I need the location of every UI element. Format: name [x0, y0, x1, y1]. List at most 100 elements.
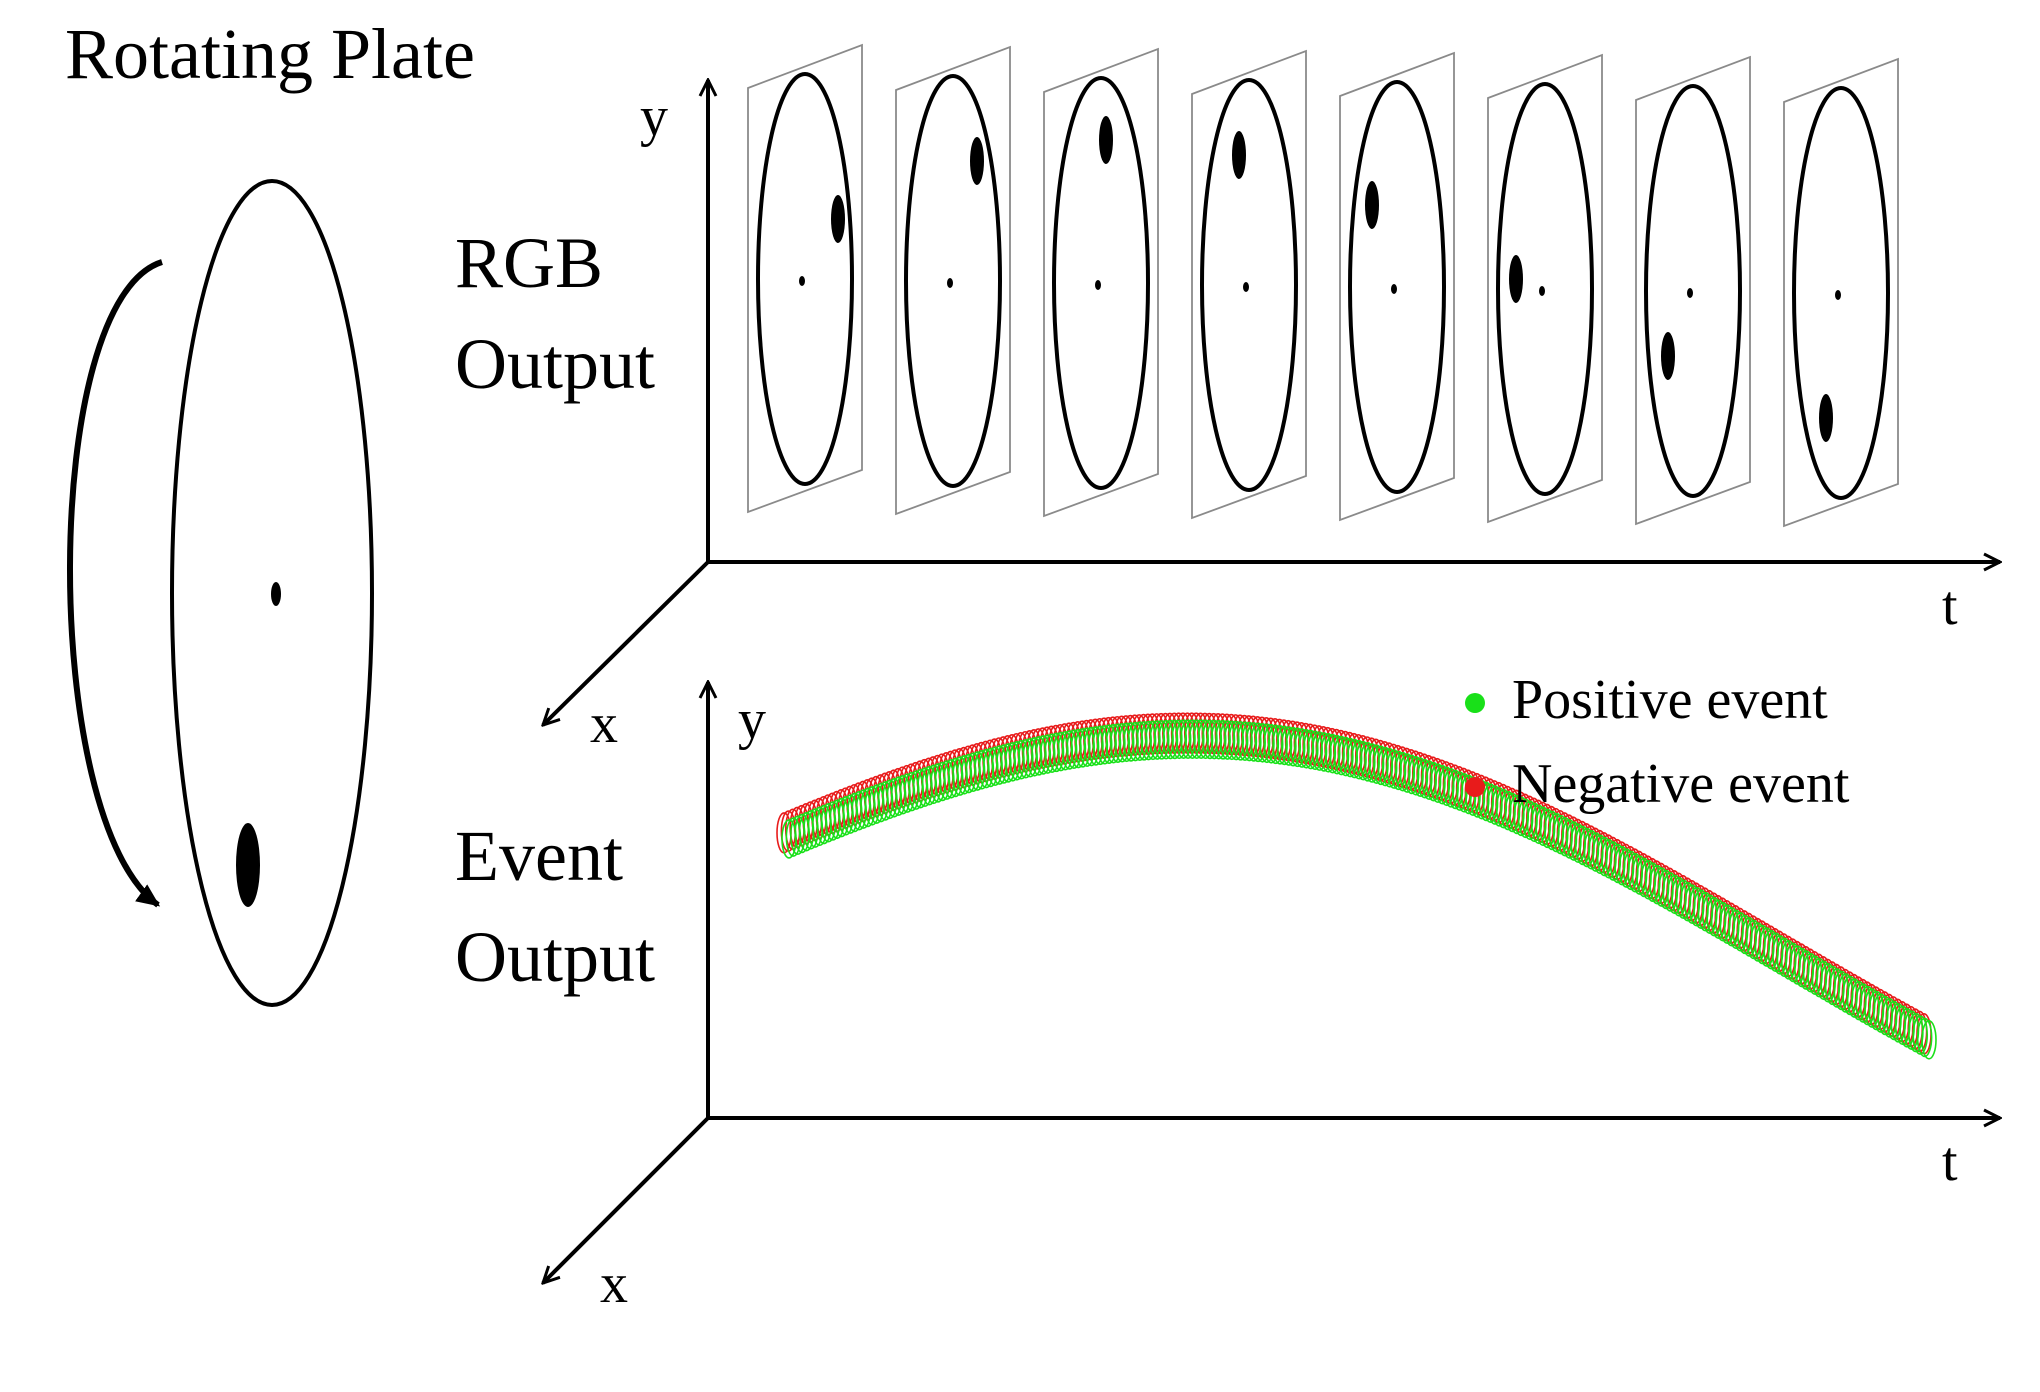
positive-event — [1259, 723, 1275, 764]
positive-event — [1074, 728, 1091, 768]
frame-border — [1635, 55, 1751, 526]
rgb-x-label: x — [590, 693, 618, 755]
positive-event — [1921, 1020, 1937, 1060]
frame-border — [1339, 51, 1455, 522]
positive-event — [1096, 724, 1113, 765]
positive-event — [1114, 722, 1131, 763]
positive-event — [1254, 722, 1271, 763]
frame-marker-dot — [831, 195, 845, 243]
positive-event — [1202, 719, 1218, 760]
positive-event — [1066, 729, 1082, 770]
positive-event — [1127, 721, 1144, 762]
rgb-y-label: y — [640, 86, 668, 148]
plate-marker-dot — [236, 823, 260, 907]
frame-marker-dot — [1661, 332, 1675, 380]
figure-title: Rotating Plate — [65, 14, 475, 94]
frame-center-dot — [1391, 284, 1397, 294]
frame-marker-dot — [1365, 181, 1379, 229]
rgb-t-label: t — [1942, 575, 1958, 637]
legend-positive-marker — [1465, 693, 1485, 713]
frame-center-dot — [1835, 290, 1841, 300]
positive-event — [1193, 719, 1209, 760]
rgb-frames — [747, 43, 1899, 528]
plate-ellipse — [170, 179, 374, 1007]
positive-event — [1092, 725, 1109, 766]
positive-event — [1180, 719, 1196, 759]
positive-event — [1140, 720, 1157, 761]
positive-event — [1167, 719, 1183, 760]
positive-event — [1285, 726, 1302, 767]
frame-plate-ellipse — [1348, 80, 1446, 494]
positive-event — [1228, 720, 1245, 761]
positive-event — [1197, 719, 1214, 760]
positive-event — [1083, 726, 1100, 767]
frame-border — [1191, 49, 1307, 520]
positive-event — [1131, 721, 1148, 761]
rgb-frame — [895, 45, 1011, 516]
positive-event — [1136, 721, 1152, 761]
positive-event — [1070, 728, 1087, 769]
positive-event — [1079, 727, 1095, 767]
legend-negative-marker — [1465, 777, 1485, 797]
rotating-plate — [67, 179, 374, 1007]
legend-negative-label: Negative event — [1512, 753, 1850, 815]
positive-event — [1149, 720, 1166, 760]
rgb-frame — [1339, 51, 1455, 522]
frame-border — [1043, 47, 1159, 518]
positive-event — [1101, 724, 1117, 765]
positive-event — [1210, 719, 1227, 760]
positive-event — [1263, 723, 1280, 764]
frame-marker-dot — [1099, 116, 1113, 164]
frame-plate-ellipse — [1496, 82, 1594, 496]
frame-marker-dot — [1509, 255, 1523, 303]
rgb-frame — [1783, 57, 1899, 528]
legend: Positive event Negative event — [1465, 669, 1850, 815]
plate-center-dot — [271, 582, 281, 606]
positive-event — [1241, 721, 1258, 762]
positive-event — [1188, 719, 1205, 759]
positive-event — [1224, 720, 1240, 761]
positive-event — [1162, 719, 1179, 760]
frame-center-dot — [1539, 286, 1545, 296]
positive-event — [1171, 719, 1188, 760]
event-axes: y t x — [543, 682, 2000, 1315]
frame-center-dot — [799, 276, 805, 286]
positive-event — [1294, 728, 1310, 768]
rgb-axes: y t x — [543, 80, 2000, 755]
positive-event — [1206, 719, 1223, 760]
frame-plate-ellipse — [1792, 86, 1890, 500]
positive-event — [1912, 1015, 1929, 1055]
frame-border — [1783, 57, 1899, 528]
positive-event — [1158, 719, 1174, 760]
positive-event — [1105, 723, 1122, 764]
event-t-label: t — [1942, 1131, 1958, 1193]
event-x-label: x — [600, 1253, 628, 1315]
rgb-frame — [1191, 49, 1307, 520]
frame-center-dot — [947, 278, 953, 288]
positive-event — [1175, 719, 1192, 760]
frame-marker-dot — [1232, 131, 1246, 179]
frame-plate-ellipse — [1200, 78, 1298, 492]
positive-event — [1237, 721, 1253, 762]
positive-event — [1110, 723, 1126, 764]
rgb-frame — [1043, 47, 1159, 518]
frame-plate-ellipse — [1644, 84, 1742, 498]
rgb-x-axis — [543, 560, 710, 725]
rgb-frame — [1635, 55, 1751, 526]
event-trajectory — [776, 712, 1937, 1060]
positive-event — [1145, 720, 1161, 761]
frame-marker-dot — [1819, 394, 1833, 442]
positive-event — [1267, 724, 1284, 765]
positive-event — [1281, 726, 1297, 766]
event-label-line1: Event — [455, 816, 623, 896]
rgb-frame — [747, 43, 863, 514]
positive-event — [1289, 727, 1306, 768]
positive-event — [1916, 1017, 1933, 1058]
frame-plate-ellipse — [756, 72, 854, 486]
frame-marker-dot — [970, 137, 984, 185]
event-y-label: y — [738, 689, 766, 751]
positive-event — [1272, 725, 1288, 765]
positive-event — [1061, 730, 1078, 770]
event-x-axis — [543, 1116, 710, 1283]
